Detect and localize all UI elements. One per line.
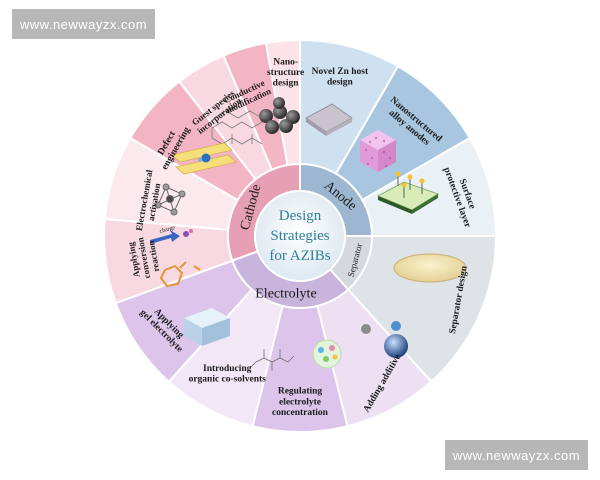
label-nano-structure-line: structure bbox=[267, 68, 304, 78]
defect-crystal-icon bbox=[154, 183, 186, 216]
charge-activation-icon: charge bbox=[150, 225, 193, 244]
gel-cube-icon bbox=[184, 308, 230, 346]
layered-host-icon bbox=[171, 142, 237, 175]
category-ring bbox=[227, 162, 374, 309]
label-novel-zn-line: design bbox=[327, 78, 354, 88]
label-novel-zn-line: Novel Zn host bbox=[312, 67, 369, 77]
illustrations: charge bbox=[150, 97, 467, 371]
label-nano-structure-line: design bbox=[273, 79, 300, 89]
center-title-line-3: for AZIBs bbox=[269, 248, 330, 264]
label-regulating-line: concentration bbox=[272, 408, 329, 418]
protective-layer-icon bbox=[377, 171, 439, 214]
molecule-icon bbox=[249, 349, 295, 371]
charge-label: charge bbox=[159, 225, 176, 235]
porous-host-icon bbox=[305, 103, 353, 136]
label-nano-structure-line: Nano- bbox=[273, 57, 298, 67]
ring-label-electrolyte: Electrolyte bbox=[255, 286, 316, 301]
center-hub: Design Strategies for AZIBs bbox=[254, 190, 346, 282]
center-title-line-2: Strategies bbox=[270, 228, 329, 244]
center-title-line-1: Design bbox=[279, 208, 322, 224]
outer-segments bbox=[103, 38, 498, 433]
additive-spheres-icon bbox=[361, 321, 408, 358]
watermark-top: www.newwayzx.com bbox=[12, 9, 155, 39]
conversion-ring-icon bbox=[159, 261, 201, 288]
concentration-bubble-icon bbox=[312, 339, 342, 369]
separator-disc-icon bbox=[393, 253, 467, 283]
alloy-cube-icon bbox=[360, 130, 396, 172]
label-regulating-line: electrolyte bbox=[279, 397, 321, 407]
watermark-bottom: www.newwayzx.com bbox=[445, 440, 588, 470]
label-introducing-line: organic co-solvents bbox=[189, 375, 267, 385]
nanosphere-cluster-icon bbox=[259, 97, 300, 134]
label-regulating-line: Regulating bbox=[278, 387, 323, 397]
label-introducing-line: Introducing bbox=[203, 364, 252, 374]
